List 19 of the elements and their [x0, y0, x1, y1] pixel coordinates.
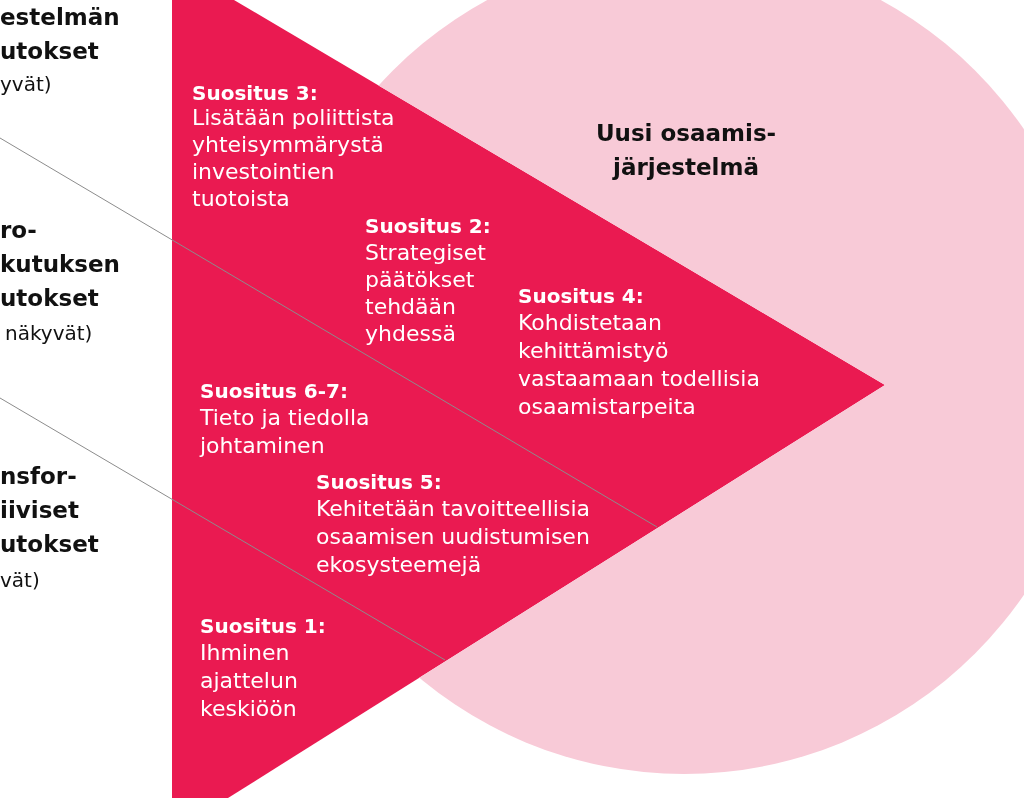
- recommendation-text: Lisätään poliittista yhteisymmärystä investointien tuotoista: [192, 104, 396, 212]
- layer-note: näkyvät): [5, 320, 93, 347]
- layer-heading: ro- kutuksen utokset: [0, 216, 120, 313]
- recommendation-heading: Suositus 2:: [365, 213, 491, 239]
- recommendation-text: Tieto ja tiedolla johtaminen: [200, 404, 371, 460]
- layer-note: vät): [0, 567, 40, 594]
- recommendation-heading: Suositus 3:: [192, 80, 318, 106]
- recommendation-heading: Suositus 6-7:: [200, 378, 348, 404]
- recommendation-heading: Suositus 5:: [316, 469, 442, 495]
- recommendation-text: Kehitetään tavoitteellisia osaamisen uudistumisen ekosysteemejä: [316, 495, 592, 579]
- layer-heading: nsfor- iiviset utokset: [0, 462, 99, 559]
- layer-note: yvät): [0, 71, 52, 98]
- circle-title: Uusi osaamis- järjestelmä: [595, 119, 777, 182]
- recommendation-text: Kohdistetaan kehittämistyö vastaamaan todellisia osaamistarpeita: [518, 309, 761, 421]
- recommendation-text: Ihminen ajattelun keskiöön: [200, 639, 299, 723]
- recommendation-heading: Suositus 1:: [200, 613, 326, 639]
- layer-heading: estelmän utokset: [0, 3, 120, 66]
- recommendation-heading: Suositus 4:: [518, 283, 644, 309]
- recommendation-text: Strategiset päätökset tehdään yhdessä: [365, 239, 487, 347]
